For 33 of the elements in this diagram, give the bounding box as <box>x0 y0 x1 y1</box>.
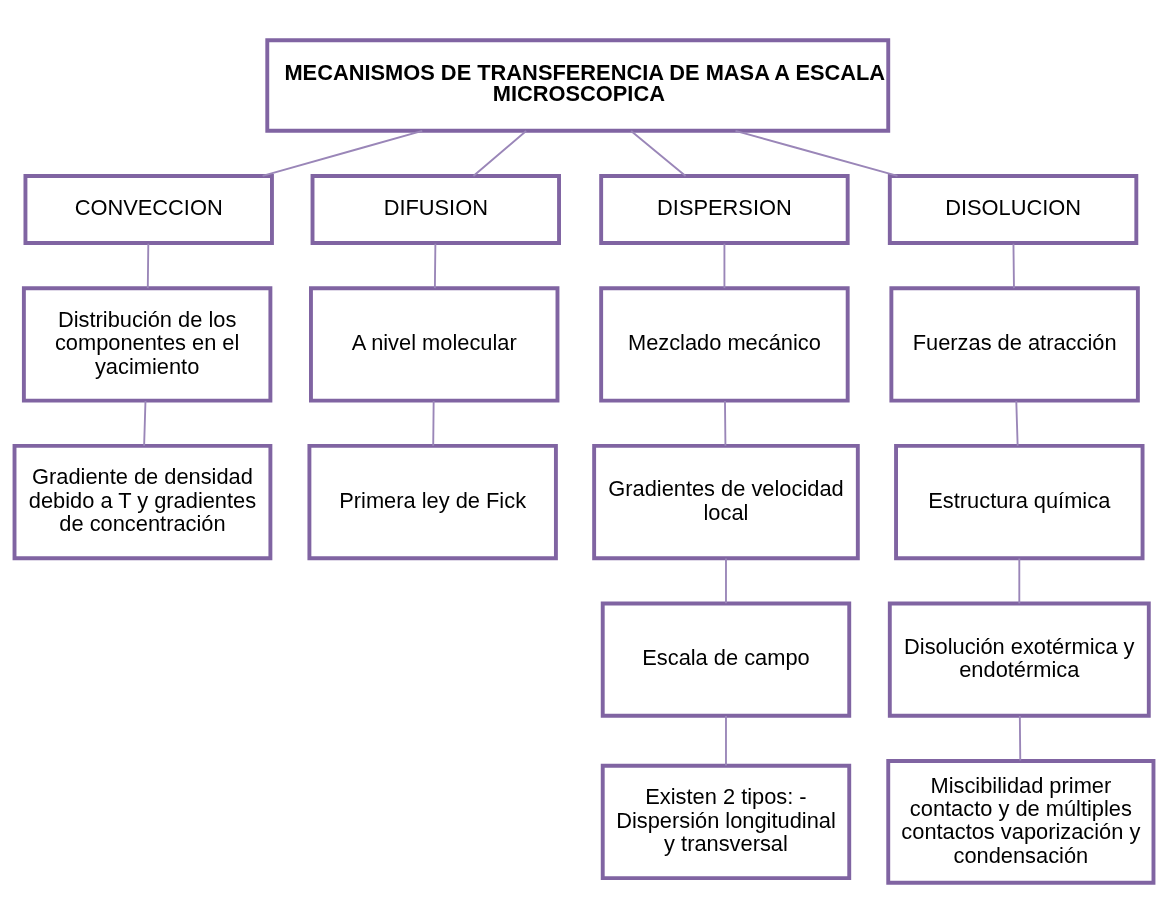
node-box: DISOLUCION <box>887 173 1139 245</box>
connector <box>1015 399 1019 447</box>
connector <box>734 129 899 177</box>
node-box: Gradientes de velocidad local <box>592 443 860 560</box>
node-box: Fuerzas de atracción <box>889 285 1140 403</box>
connector <box>433 242 437 289</box>
node-box: Miscibilidad primer contacto y de múltiples contactos vaporización y condensación <box>886 758 1156 885</box>
node-box: CONVECCION <box>23 173 274 245</box>
node-box: A nivel molecular <box>309 285 560 403</box>
connector <box>432 399 435 447</box>
connector <box>261 129 424 177</box>
connector <box>724 399 727 447</box>
connector <box>146 242 150 289</box>
connector <box>1018 714 1022 761</box>
node-box: Escala de campo <box>600 601 852 718</box>
node-box: Existen 2 tipos: - Dispersión longitudinal y transversal <box>600 763 852 880</box>
node-box: MECANISMOS DE TRANSFERENCIA DE MASA A ESCALA MICROSCOPICA <box>265 37 891 133</box>
connector <box>723 242 726 289</box>
connector <box>725 714 727 766</box>
connector <box>630 129 687 177</box>
node-box: Gradiente de densidad debido a T y gradientes de concentración <box>12 443 273 560</box>
node-box: DIFUSION <box>310 173 561 245</box>
node-box: Disolución exotérmica y endotérmica <box>887 601 1151 718</box>
node-box: Mezclado mecánico <box>599 285 850 403</box>
connector <box>1012 242 1015 289</box>
connector <box>725 557 727 604</box>
connector <box>472 129 528 177</box>
node-box: Distribución de los componentes en el yacimiento <box>21 285 273 403</box>
node-box: DISPERSION <box>599 173 850 245</box>
node-box: Primera ley de Fick <box>307 443 558 560</box>
connector <box>1018 557 1021 604</box>
connector <box>143 399 147 447</box>
node-box: Estructura química <box>894 443 1145 560</box>
